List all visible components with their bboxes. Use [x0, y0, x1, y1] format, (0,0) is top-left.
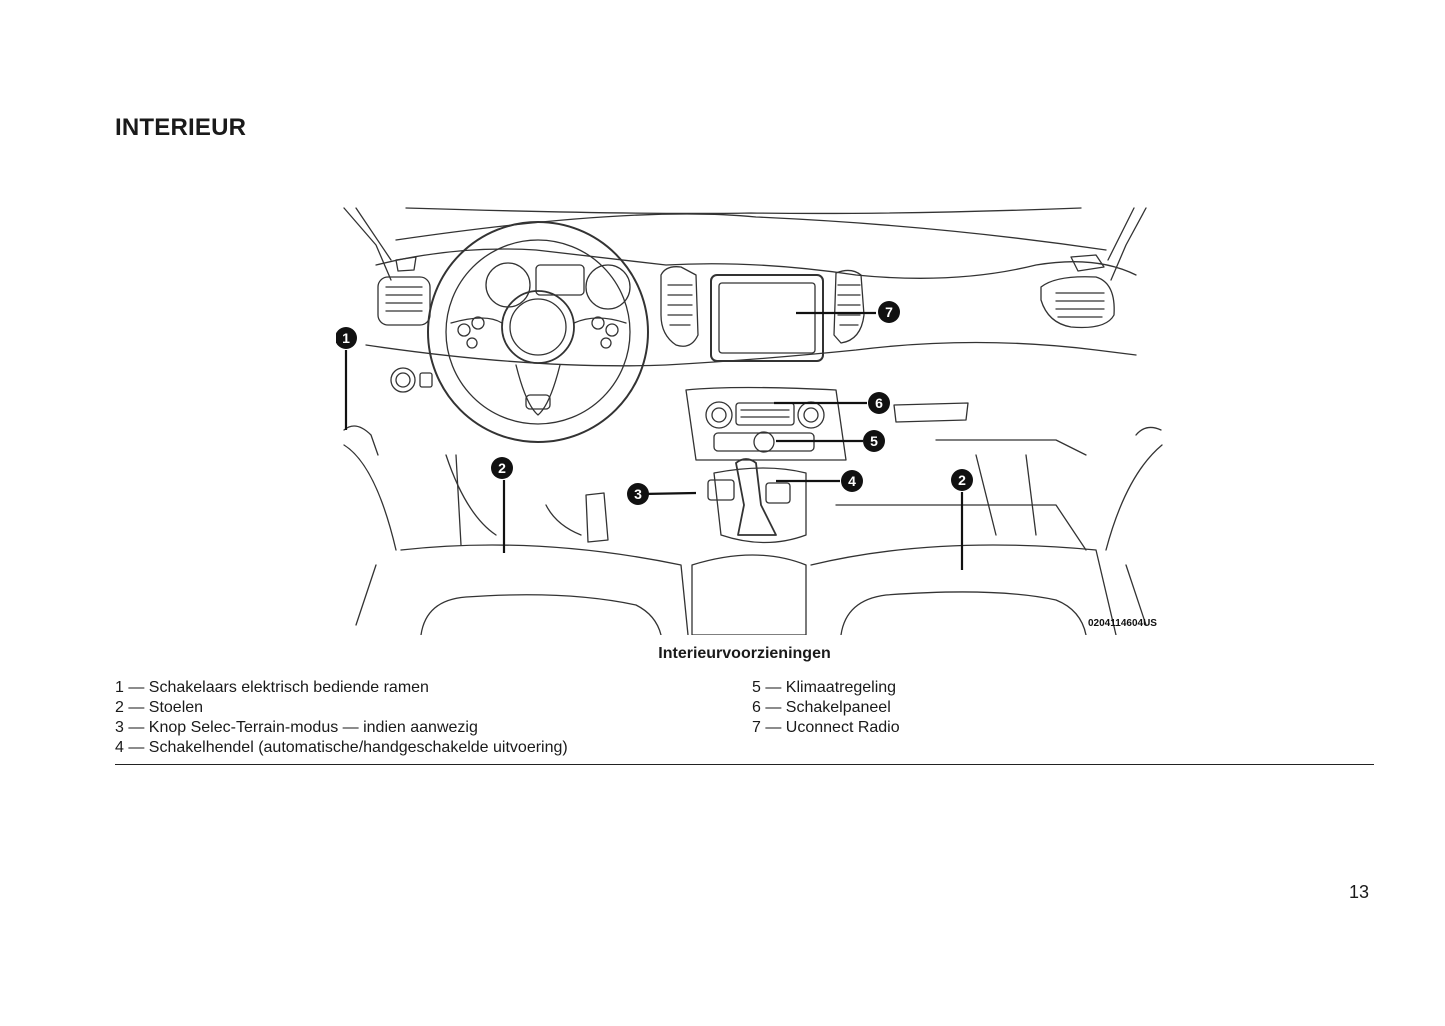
section-divider — [115, 764, 1374, 765]
callout-2-right — [951, 469, 973, 491]
figure-code: 0204114604US — [1088, 618, 1157, 629]
legend-item: 1 — Schakelaars elektrisch bediende rame… — [115, 679, 429, 696]
callout-label: 2 — [958, 472, 966, 488]
callout-label: 2 — [498, 460, 506, 476]
callout-label: 6 — [875, 395, 883, 411]
callout-3 — [627, 483, 649, 505]
legend-item: 7 — Uconnect Radio — [752, 719, 900, 736]
callout-label: 7 — [885, 304, 893, 320]
callout-label: 4 — [848, 473, 856, 489]
callout-1 — [336, 327, 357, 349]
legend-item: 6 — Schakelpaneel — [752, 699, 891, 716]
figure-caption: Interieurvoorzieningen — [658, 645, 831, 662]
callout-4 — [841, 470, 863, 492]
legend-item: 5 — Klimaatregeling — [752, 679, 897, 696]
page-title: INTERIEUR — [115, 114, 247, 141]
callout-5 — [863, 430, 885, 452]
legend-item: 4 — Schakelhendel (automatische/handgesc… — [115, 739, 568, 756]
callout-label: 3 — [634, 486, 642, 502]
callout-7 — [878, 301, 900, 323]
interior-drawing: 1 2 2 3 4 5 6 7 0204114604US — [336, 207, 1163, 635]
legend-right: 5 — Klimaatregeling 6 — Schakelpaneel 7 … — [752, 678, 900, 738]
callout-2-left — [491, 457, 513, 479]
callout-label: 1 — [342, 330, 350, 346]
legend-item: 3 — Knop Selec-Terrain-modus — indien aa… — [115, 719, 478, 736]
callout-label: 5 — [870, 433, 878, 449]
callout-6 — [868, 392, 890, 414]
interior-illustration: 1 2 2 3 4 5 6 7 0204114604US — [336, 205, 1168, 635]
legend-left: 1 — Schakelaars elektrisch bediende rame… — [115, 678, 568, 758]
legend-item: 2 — Stoelen — [115, 699, 204, 716]
page-number: 13 — [1349, 882, 1370, 902]
